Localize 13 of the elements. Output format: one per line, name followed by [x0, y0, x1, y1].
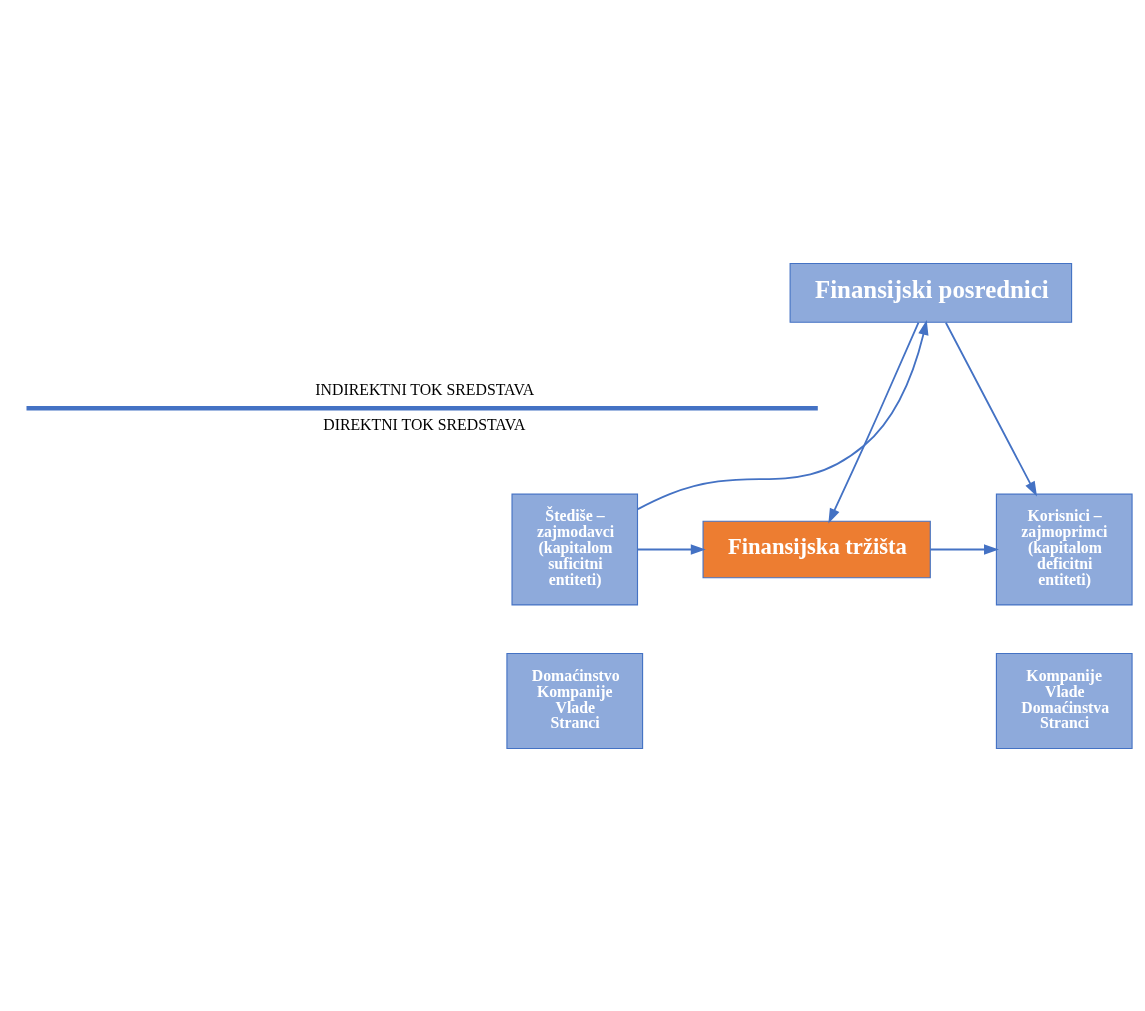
node-box: Korisnici – zajmoprimci (kapitalom deficitni entiteti): [995, 493, 1133, 605]
arrow: [636, 543, 706, 555]
arrow: [828, 321, 920, 523]
arrow: [945, 321, 1037, 496]
label: INDIREKTNI TOK SREDSTAVA: [315, 380, 535, 398]
node-box: Finansijska tržišta: [702, 520, 931, 578]
arrow: [637, 319, 929, 510]
arrow: [929, 543, 999, 555]
label: DIREKTNI TOK SREDSTAVA: [323, 415, 526, 433]
node-box: Kompanije Vlade Domaćinstva Stranci: [995, 652, 1133, 749]
node-box: Domaćinstvo Kompanije Vlade Stranci: [506, 652, 644, 749]
node-box: Finansijski posrednici: [789, 262, 1073, 323]
node-box: Štediše – zajmodavci (kapitalom suficitni entiteti): [511, 493, 639, 605]
